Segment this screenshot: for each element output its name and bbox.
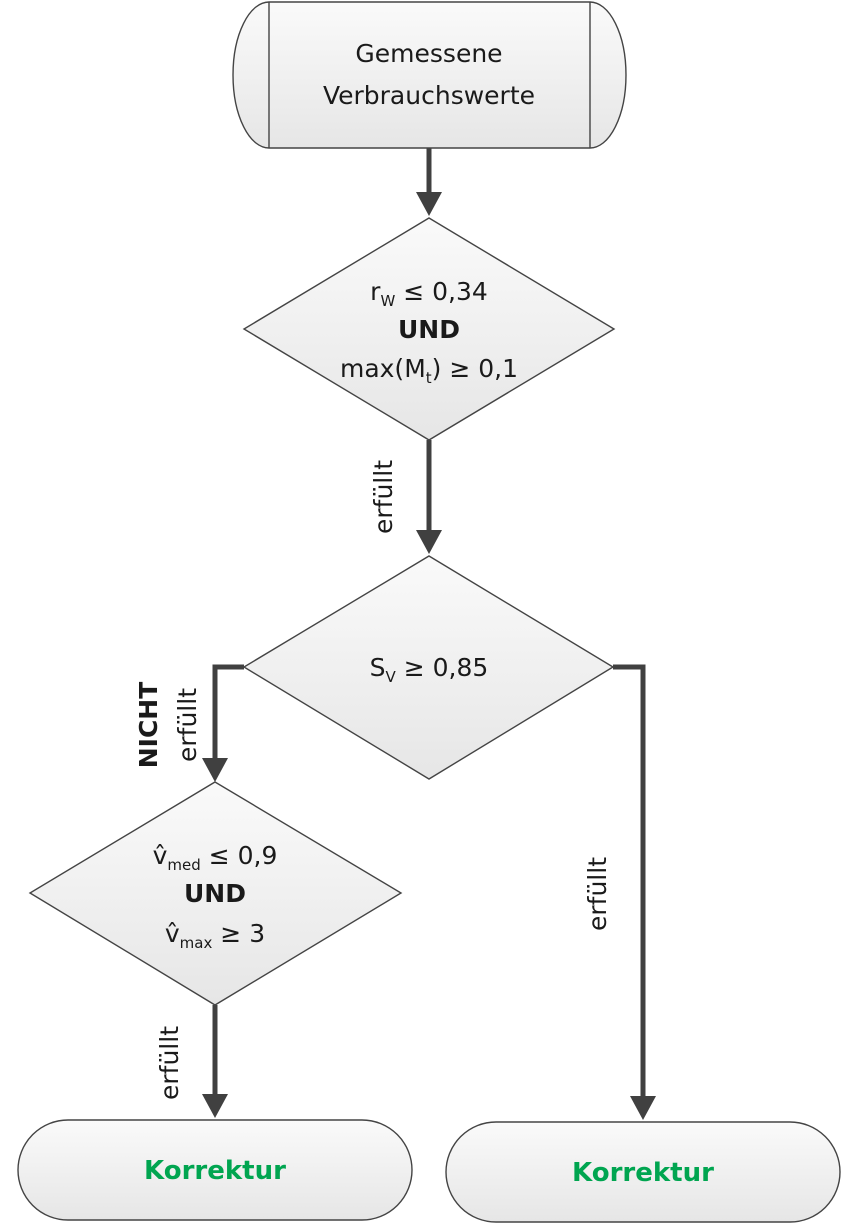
arrowhead-end-right — [630, 1096, 656, 1120]
start-node: Gemessene Verbrauchswerte — [232, 1, 627, 149]
arrowhead-d1 — [416, 192, 442, 216]
decision-node-2: SV ≥ 0,85 — [242, 555, 615, 780]
edge-label-d2-left-erfuellt: erfüllt — [173, 688, 202, 762]
decision3-condition-vmed: v̂med ≤ 0,9 — [153, 841, 278, 874]
edge-label-nicht: NICHT — [134, 682, 163, 769]
decision3-condition-vmax: v̂max ≥ 3 — [165, 919, 265, 952]
end-node-left: Korrektur — [17, 1119, 413, 1221]
connector-d2-to-end-right — [613, 664, 646, 1100]
start-line2: Verbrauchswerte — [323, 81, 535, 110]
edge-label-d2-right-erfuellt: erfüllt — [583, 857, 612, 931]
start-line1: Gemessene — [355, 39, 502, 68]
edge-label-d1-erfuellt: erfüllt — [369, 460, 398, 534]
arrowhead-d2 — [416, 530, 442, 554]
edge-label-d3-erfuellt: erfüllt — [155, 1026, 184, 1100]
decision1-condition-max: max(Mt) ≥ 0,1 — [340, 354, 518, 387]
decision3-und: UND — [184, 879, 246, 908]
arrowhead-d3 — [202, 758, 228, 782]
end-node-right: Korrektur — [445, 1121, 841, 1223]
connector-d2-to-d3 — [212, 664, 244, 762]
decision-node-1: rW ≤ 0,34 UND max(Mt) ≥ 0,1 — [242, 217, 616, 441]
decision-node-3: v̂med ≤ 0,9 UND v̂max ≥ 3 — [28, 781, 403, 1006]
end-right-label: Korrektur — [572, 1158, 714, 1188]
decision1-condition-rw: rW ≤ 0,34 — [370, 277, 488, 310]
decision2-condition-sv: SV ≥ 0,85 — [370, 653, 489, 686]
decision1-und: UND — [398, 315, 460, 344]
arrowhead-end-left — [202, 1094, 228, 1118]
end-left-label: Korrektur — [144, 1156, 286, 1186]
